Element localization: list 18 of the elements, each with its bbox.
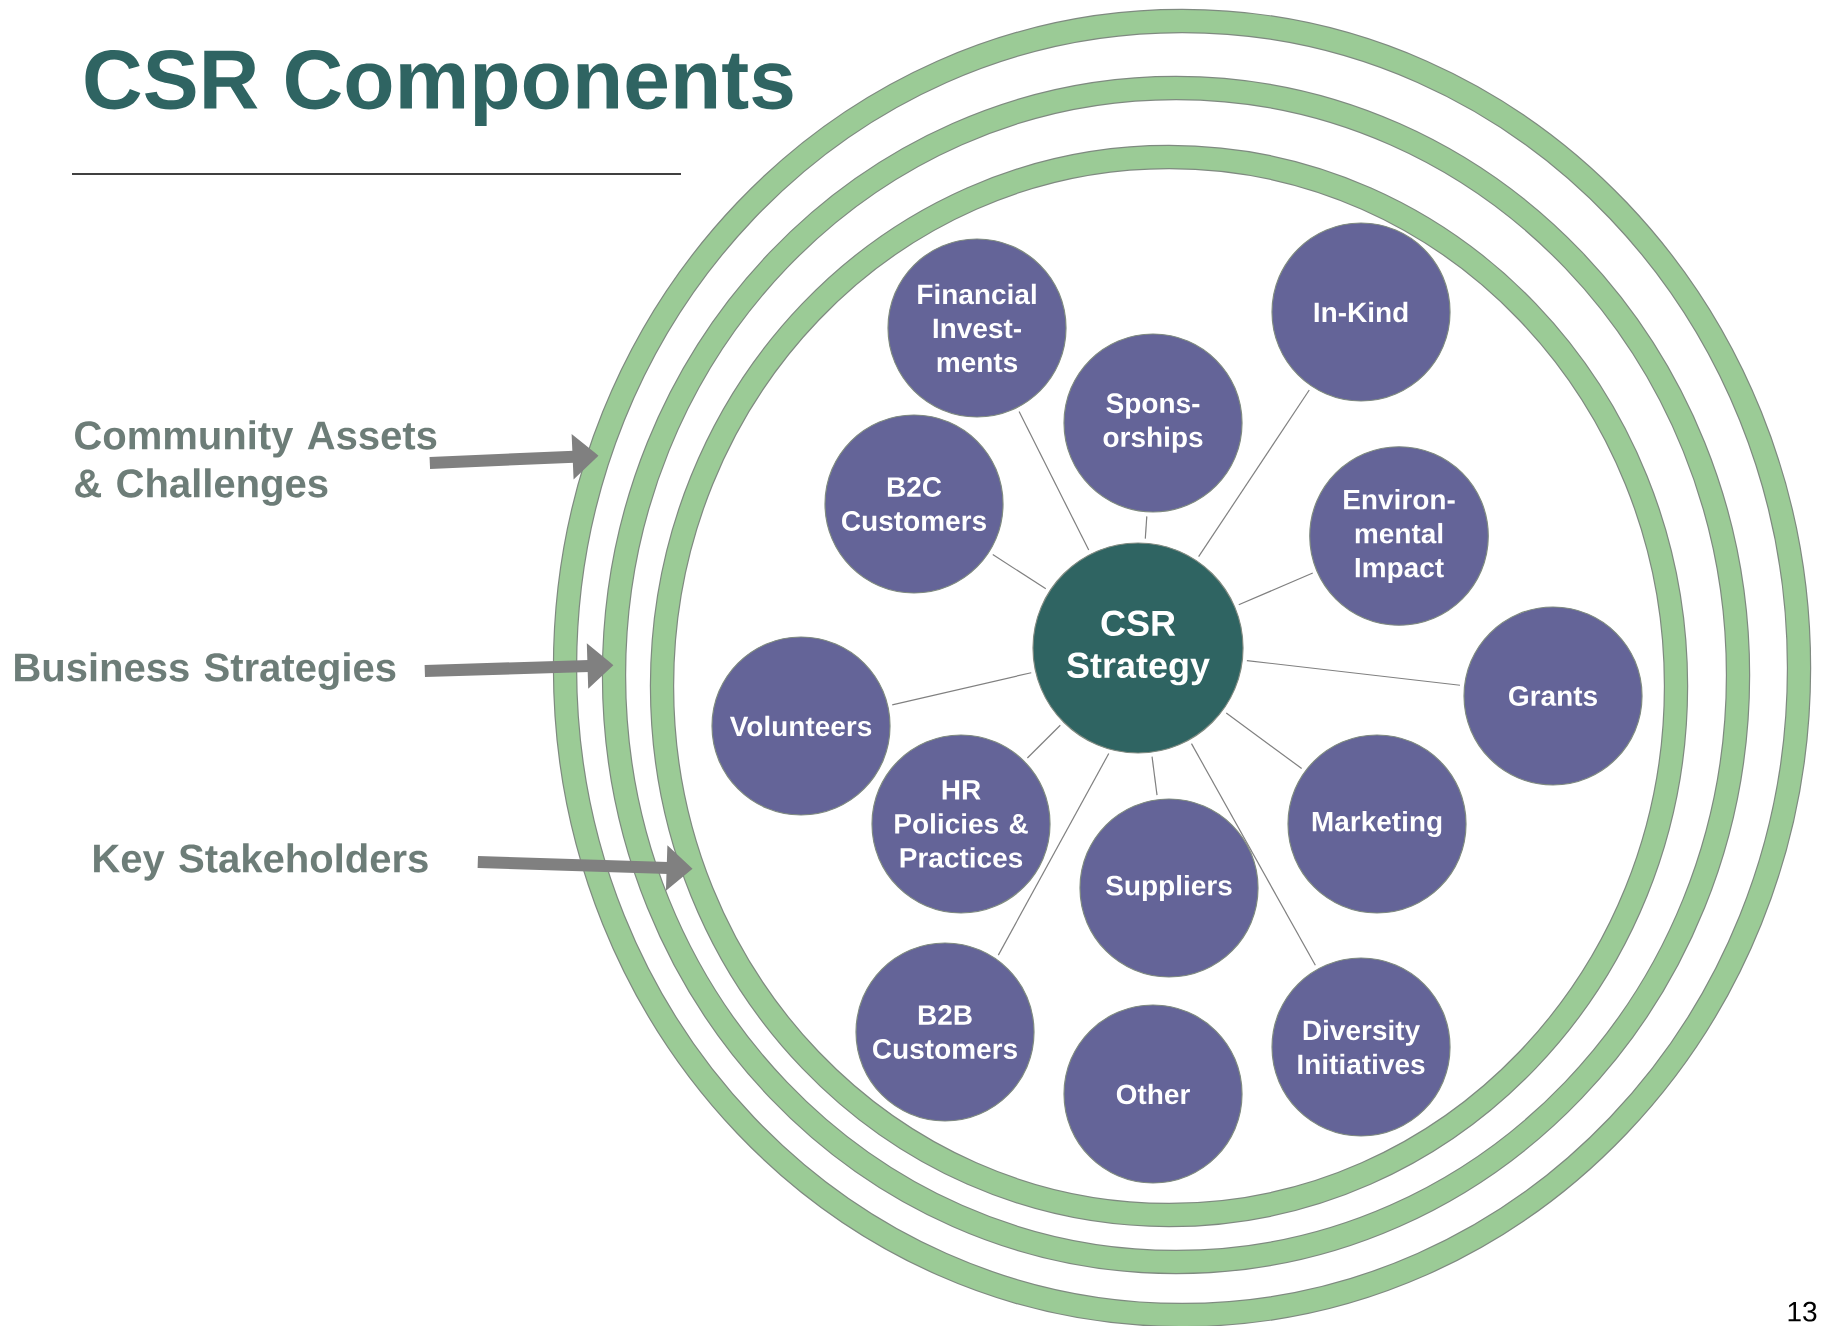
side-label: Community Assets & Challenges [75,420,437,506]
connector-line [1144,515,1148,540]
side-label: Key Stakeholders [94,843,428,881]
connector-line [1246,660,1461,686]
connector-line [1018,411,1090,551]
connector-line [1198,389,1310,558]
connector-line [1026,724,1061,759]
connector-line [1225,712,1303,770]
side-label: Business Strategies [15,652,396,690]
page-number: 13 [1788,1301,1817,1322]
connector-line [891,672,1032,706]
connector-line [992,554,1047,590]
connector-line [1190,743,1316,966]
connector-line [1238,572,1314,606]
connector-line [1151,756,1158,796]
title: CSR Components [85,49,793,127]
connector-line [997,752,1110,956]
ring-band [649,144,1689,1228]
